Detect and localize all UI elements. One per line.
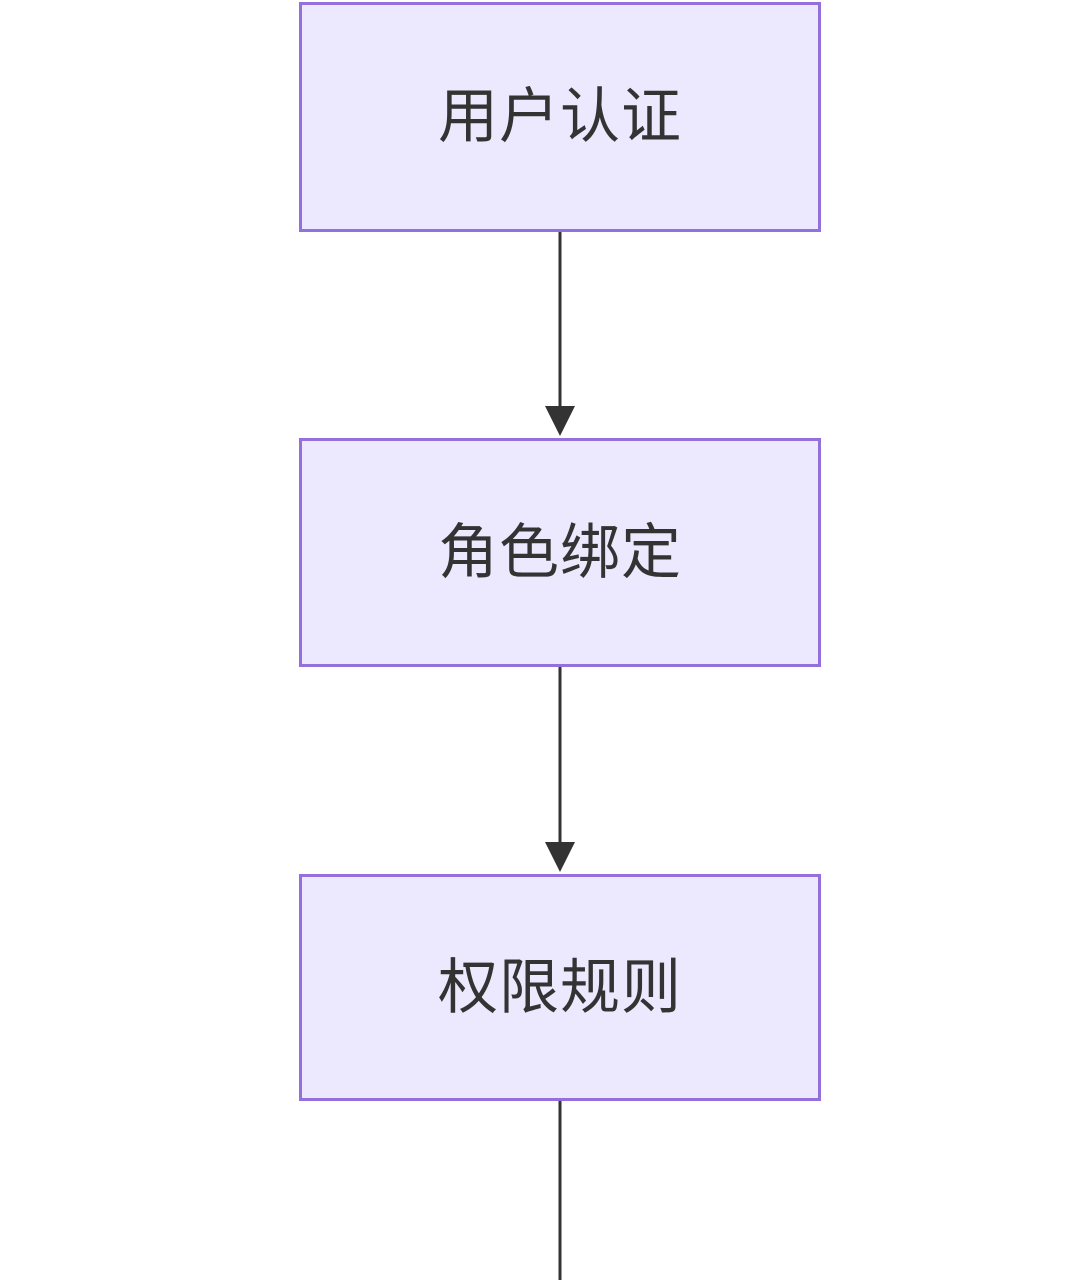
node-label: 角色绑定 — [438, 518, 682, 586]
node-perm-rule[interactable]: 权限规则 — [299, 874, 821, 1101]
node-role-bind[interactable]: 角色绑定 — [299, 438, 821, 667]
node-label: 权限规则 — [438, 953, 682, 1021]
node-label: 用户认证 — [438, 83, 682, 150]
arrowhead-icon — [545, 406, 575, 436]
arrowhead-icon — [545, 842, 575, 872]
edge-user-auth-to-role-bind — [545, 232, 575, 436]
edge-role-bind-to-perm-rule — [545, 667, 575, 872]
node-user-auth[interactable]: 用户认证 — [299, 2, 821, 232]
